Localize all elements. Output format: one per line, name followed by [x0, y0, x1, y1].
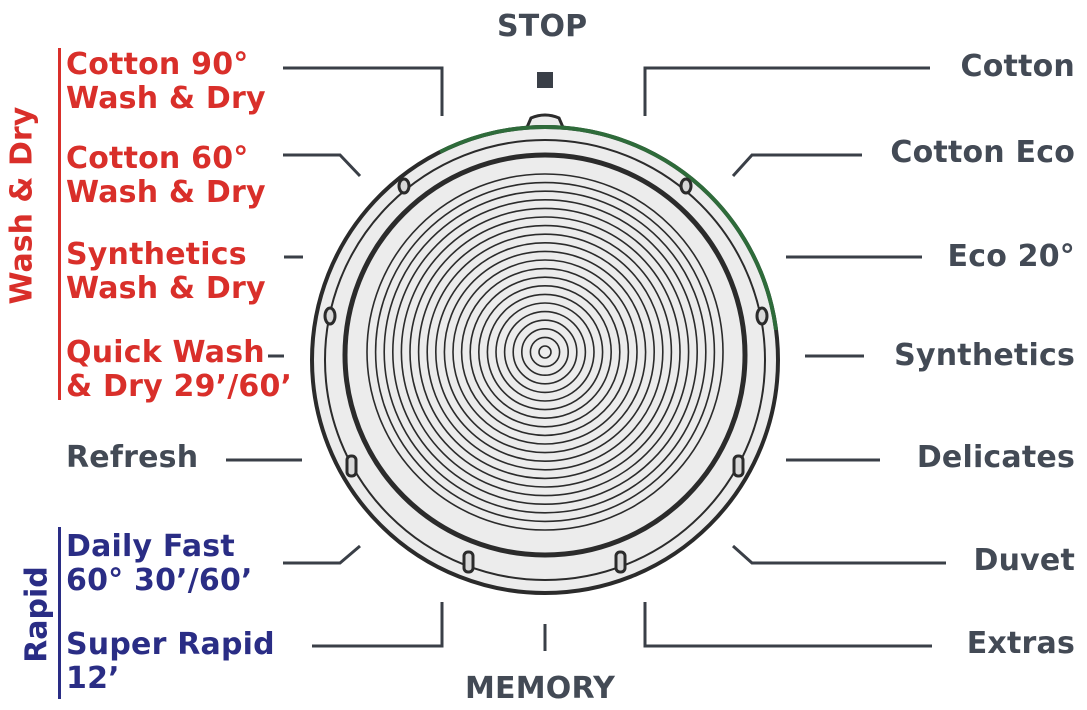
knob-grip-notches — [323, 177, 769, 574]
wash-dry-group-label: Wash & Dry — [4, 106, 40, 305]
leader-line-daily-fast — [283, 544, 361, 565]
program-delicates[interactable]: Delicates — [916, 440, 1075, 475]
program-label-line: Quick Wash — [66, 335, 265, 370]
program-label-line: Wash & Dry — [66, 271, 266, 306]
program-extras[interactable]: Extras — [966, 626, 1075, 661]
leader-line-super-rapid — [312, 602, 444, 648]
knob-groove-ring — [417, 224, 673, 480]
knob-bezel — [324, 139, 766, 581]
program-label-line: Daily Fast — [66, 529, 235, 564]
knob-groove-ring — [366, 173, 724, 531]
knob-groove-ring — [486, 293, 604, 411]
knob-grooves — [366, 173, 724, 531]
stop-marker — [537, 72, 553, 88]
wash-dry-group-bar — [58, 48, 61, 400]
knob-groove-ring — [452, 259, 638, 445]
program-label-line: & Dry 29’/60’ — [66, 369, 293, 404]
program-eco20[interactable]: Eco 20° — [947, 239, 1075, 274]
program-super-rapid[interactable]: Super Rapid 12’ — [66, 628, 275, 696]
knob-groove-ring — [529, 336, 561, 368]
program-label-line: Cotton 60° — [66, 141, 249, 176]
program-label-line: 12’ — [66, 661, 120, 696]
knob-groove-ring — [400, 207, 690, 497]
program-cotton-eco[interactable]: Cotton Eco — [890, 135, 1075, 170]
rapid-group-bar — [58, 527, 61, 699]
knob-groove-ring — [512, 319, 578, 385]
leader-line-cotton — [643, 66, 930, 116]
program-daily-fast[interactable]: Daily Fast 60° 30’/60’ — [66, 530, 253, 598]
program-knob[interactable] — [310, 113, 780, 595]
knob-groove-ring — [374, 181, 716, 523]
program-label-line: Synthetics — [66, 237, 247, 272]
leader-line-extras — [643, 602, 932, 648]
program-label-line: Wash & Dry — [66, 175, 266, 210]
knob-groove-ring — [443, 250, 647, 454]
leader-line-cotton-eco — [731, 153, 862, 178]
memory-label: MEMORY — [465, 671, 616, 706]
program-label-line: Wash & Dry — [66, 81, 266, 116]
leader-line-duvet — [731, 544, 946, 565]
knob-rim-highlight — [439, 125, 778, 331]
leader-line-cotton90 — [283, 66, 444, 116]
leader-line-cotton60 — [283, 153, 362, 178]
knob-groove-ring — [495, 302, 595, 402]
program-label-line: Cotton 90° — [66, 47, 249, 82]
program-cotton60-wash-dry[interactable]: Cotton 60° Wash & Dry — [66, 142, 266, 210]
knob-groove-ring — [391, 199, 698, 505]
leader-lines — [226, 66, 946, 651]
program-synthetics[interactable]: Synthetics — [894, 338, 1075, 373]
knob-groove-ring — [503, 310, 587, 394]
knob-groove-ring — [469, 276, 621, 428]
knob-groove-ring — [383, 190, 707, 514]
program-cotton90-wash-dry[interactable]: Cotton 90° Wash & Dry — [66, 48, 266, 116]
program-duvet[interactable]: Duvet — [973, 543, 1075, 578]
program-cotton[interactable]: Cotton — [960, 49, 1075, 84]
program-label-line: 60° 30’/60’ — [66, 563, 253, 598]
rapid-group-label: Rapid — [19, 566, 55, 663]
knob-groove-ring — [434, 242, 655, 462]
knob-groove-ring — [409, 216, 681, 488]
knob-groove-ring — [426, 233, 664, 471]
knob-groove-ring — [460, 267, 630, 437]
knob-groove-ring — [520, 327, 569, 376]
program-refresh[interactable]: Refresh — [66, 440, 199, 475]
knob-groove-ring — [477, 284, 612, 419]
program-synthetics-wash-dry[interactable]: Synthetics Wash & Dry — [66, 238, 266, 306]
knob-groove-ring — [538, 345, 552, 359]
stop-label: STOP — [497, 9, 588, 44]
program-quick-wash-dry[interactable]: Quick Wash & Dry 29’/60’ — [66, 336, 292, 404]
program-label-line: Super Rapid — [66, 627, 275, 662]
